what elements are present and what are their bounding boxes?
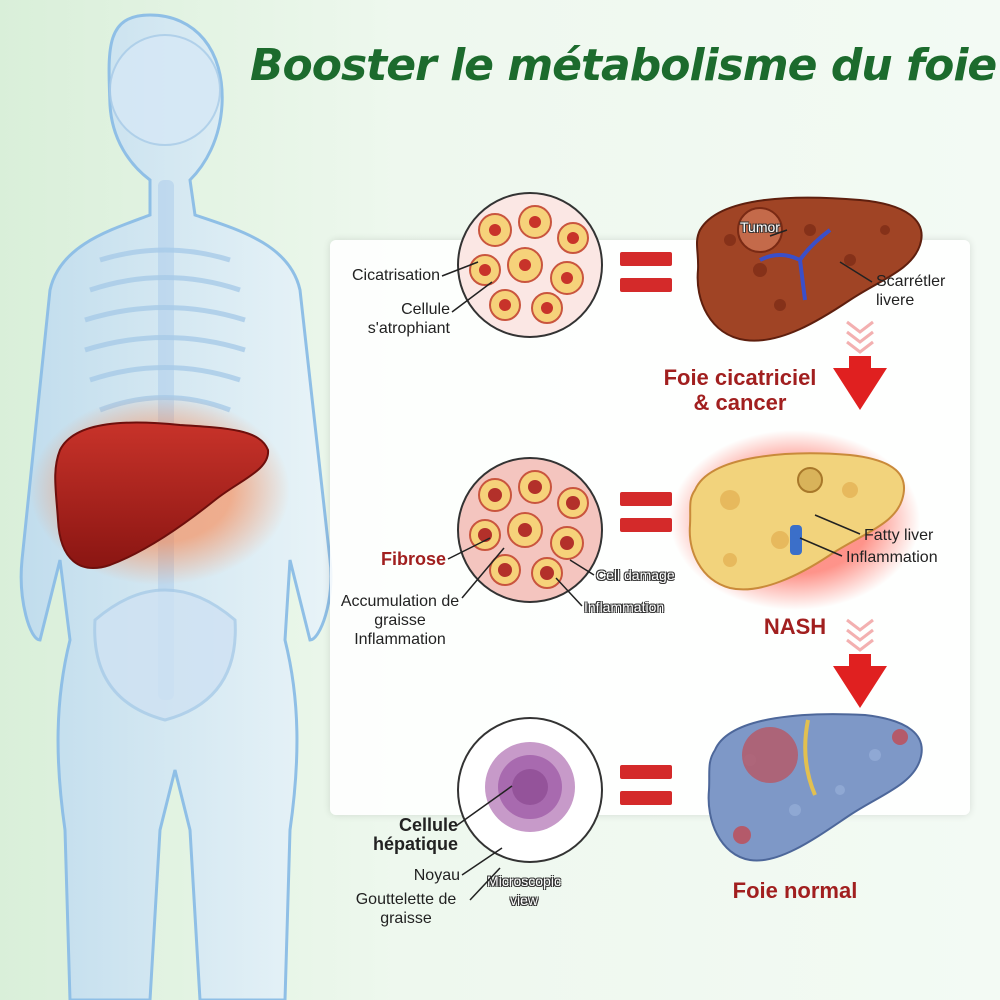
arrow-down-2 — [833, 618, 887, 708]
normal-liver-illustration — [707, 713, 923, 862]
scarred-liver-illustration — [695, 196, 923, 342]
equals-sign-2 — [620, 492, 672, 544]
micro-view-fibrosis — [457, 457, 603, 603]
label-cellule-hepatique: Cellule hépatique — [372, 815, 458, 854]
label-cellule-atrophiant: Cellule s'atrophiant — [367, 301, 450, 337]
label-noyau: Noyau — [413, 867, 460, 884]
label-inflammation-micro: Inflammation — [584, 599, 665, 615]
micro-view-scarring — [457, 192, 603, 338]
label-scar-liver: Scarrétler livere — [876, 273, 946, 309]
stage-label-foie-normal: Foie normal — [732, 878, 858, 903]
stage-label-nash: NASH — [763, 614, 827, 639]
label-fatty-liver: Fatty liver — [864, 527, 934, 544]
fatty-liver-illustration — [670, 430, 920, 610]
human-body-illustration — [19, 13, 333, 1000]
equals-sign-1 — [620, 252, 672, 304]
label-cicatrisation: Cicatrisation — [351, 267, 440, 284]
page-title: Booster le métabolisme du foie — [250, 40, 997, 91]
equals-sign-3 — [620, 765, 672, 817]
label-microscopic-view: Microscopic view — [487, 873, 561, 908]
label-fibrose: Fibrose — [380, 549, 446, 569]
stage-label-cicatriciel-cancer: Foie cicatriciel & cancer — [663, 365, 817, 415]
label-inflammation-liver: Inflammation — [846, 549, 938, 566]
arrow-down-1 — [833, 320, 887, 410]
micro-view-hepatocyte — [457, 717, 603, 863]
label-tumor: Tumor — [740, 219, 780, 235]
label-cell-damage: Cell damage — [596, 567, 675, 583]
label-gouttelette-graisse: Gouttelette de graisse — [355, 891, 457, 927]
label-accumulation-graisse: Accumulation de graisse Inflammation — [340, 593, 460, 648]
